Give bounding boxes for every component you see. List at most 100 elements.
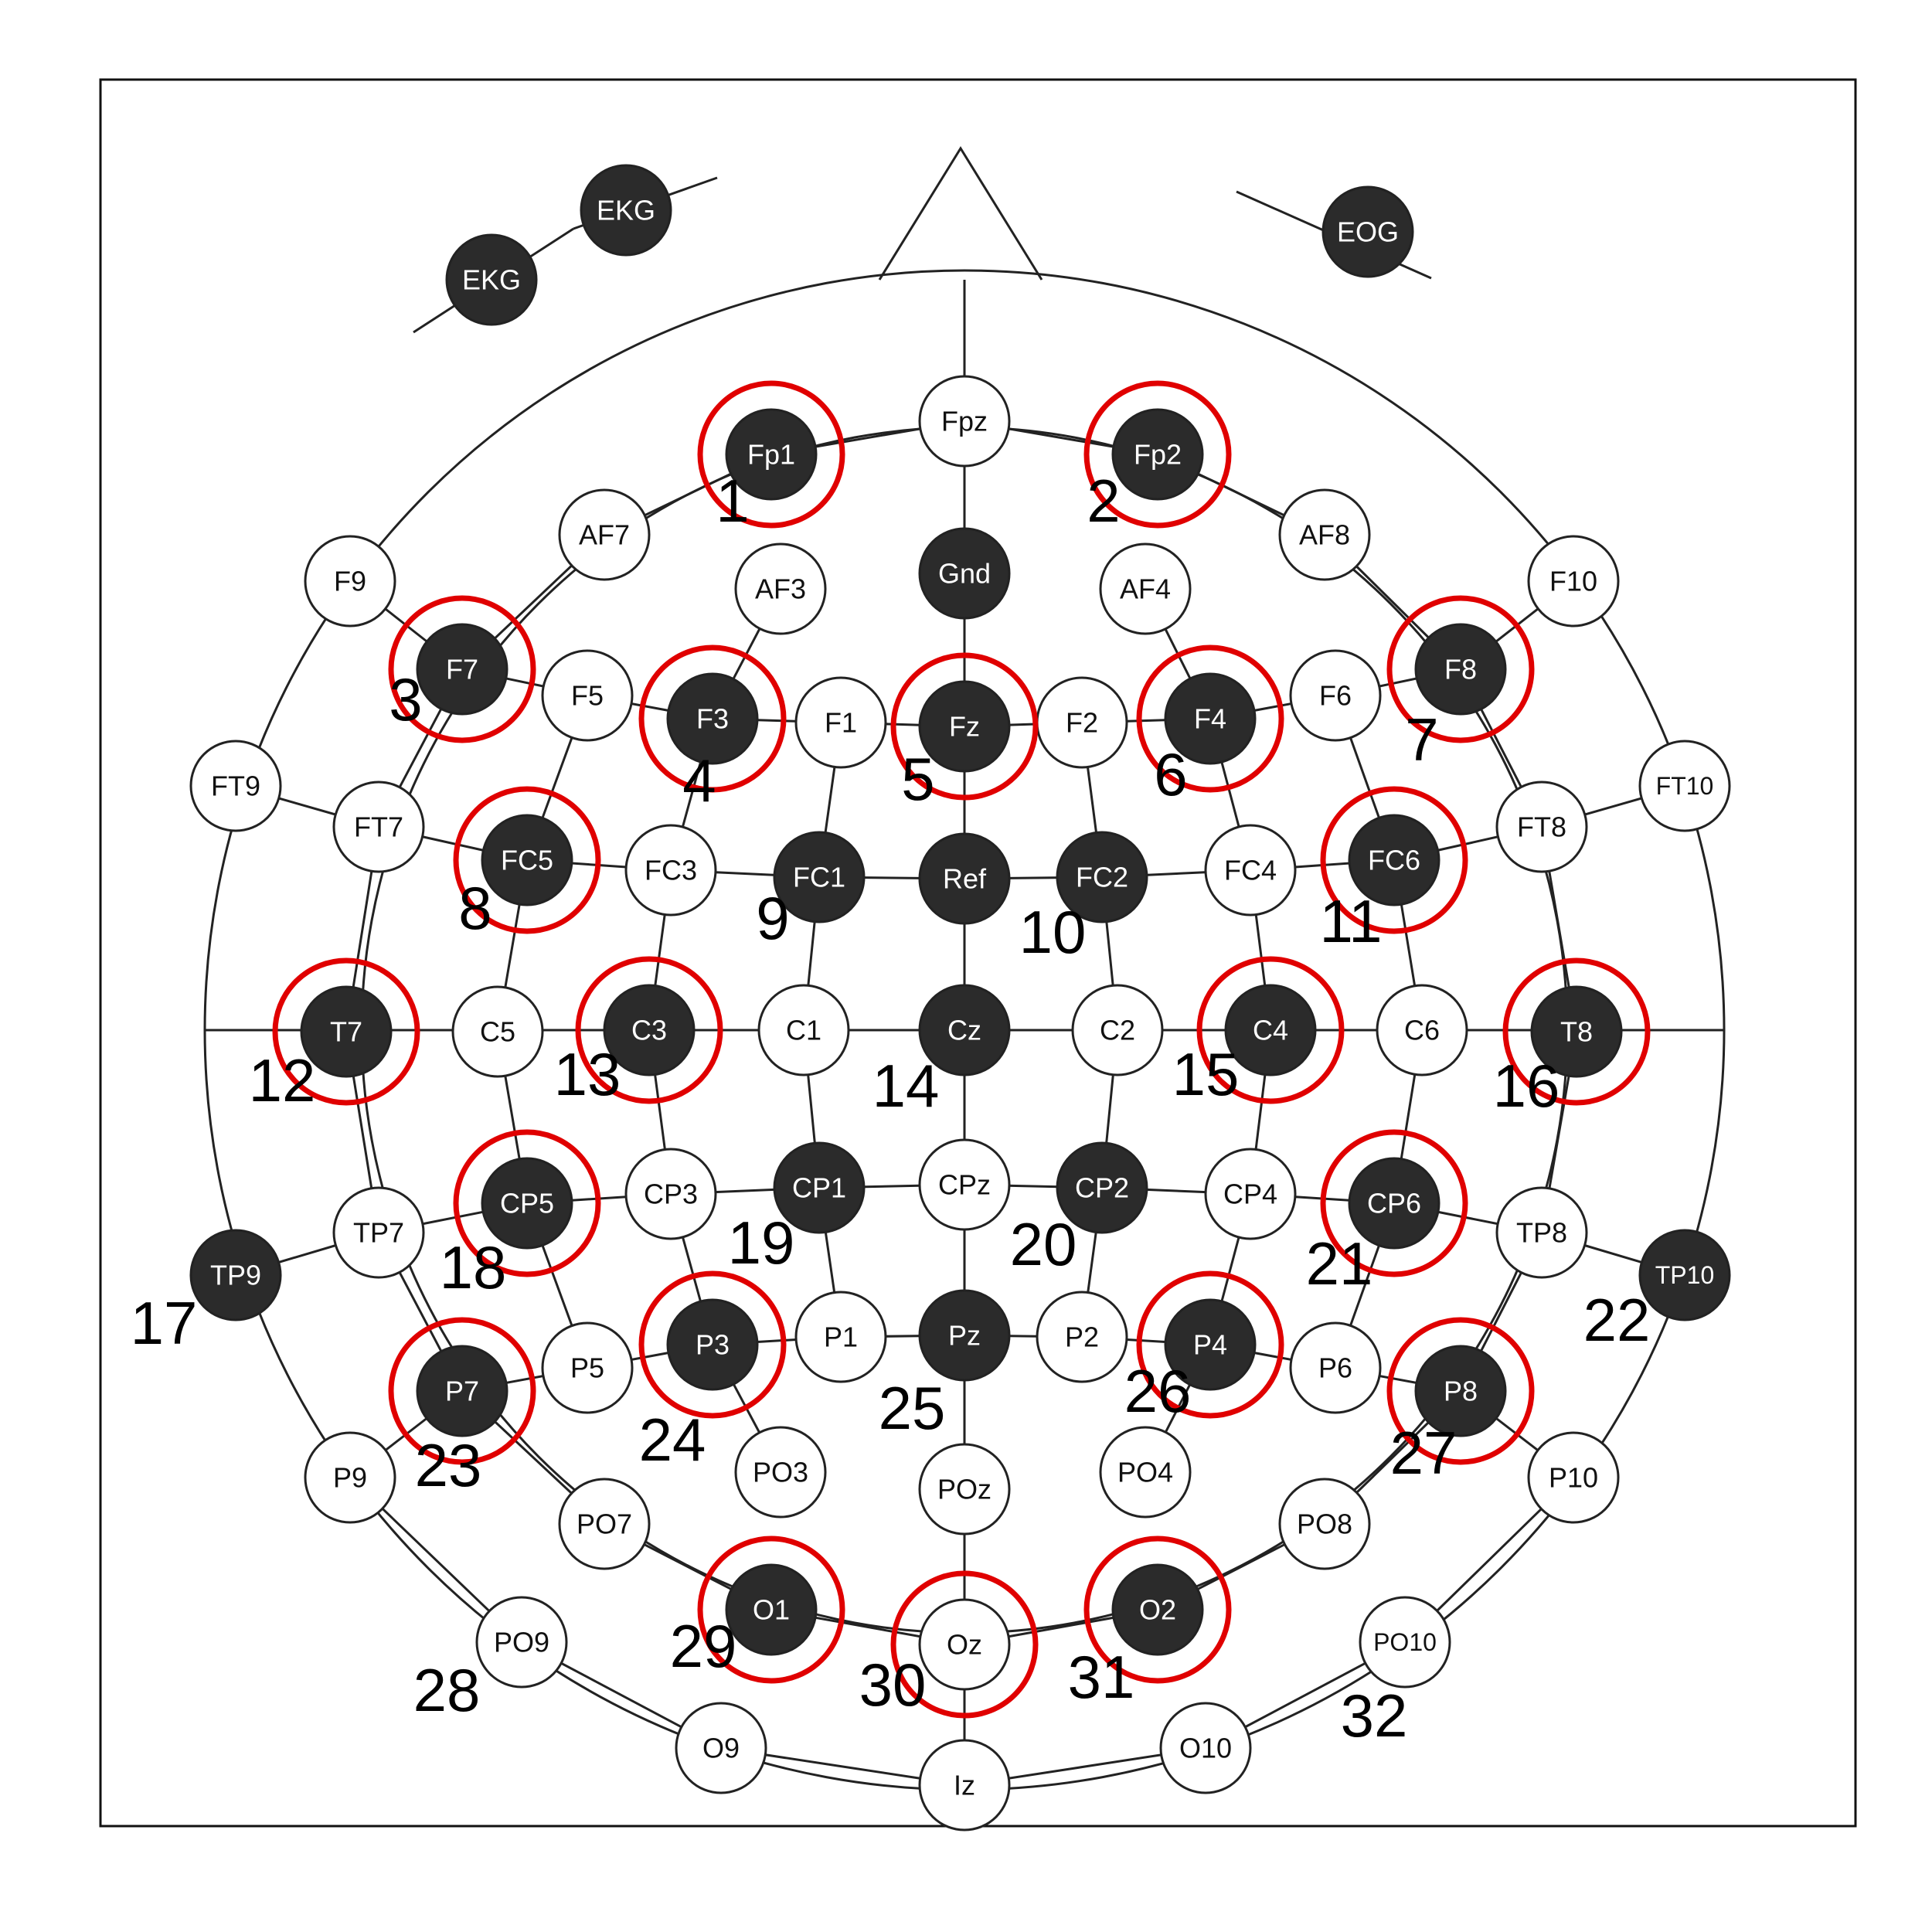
electrode-p3[interactable]: P3 [666,1298,759,1391]
electrode-label: FT10 [1656,772,1714,800]
electrode-fc3[interactable]: FC3 [624,824,717,917]
electrode-f9[interactable]: F9 [304,535,396,627]
electrode-ft8[interactable]: FT8 [1495,781,1588,873]
electrode-f7[interactable]: F7 [416,623,509,716]
electrode-cp2[interactable]: CP2 [1056,1141,1148,1234]
channel-number: 28 [413,1656,481,1724]
electrode-c4[interactable]: C4 [1224,984,1317,1076]
electrode-p4[interactable]: P4 [1164,1298,1257,1391]
electrode-f10[interactable]: F10 [1527,535,1620,627]
electrode-ft10[interactable]: FT10 [1638,740,1731,832]
electrode-f4[interactable]: F4 [1164,672,1257,765]
electrode-label: CP4 [1223,1178,1277,1210]
electrode-label: AF7 [579,519,630,551]
electrode-tp9[interactable]: TP9 [189,1229,282,1321]
electrode-label: PO3 [753,1457,808,1488]
electrode-label: F8 [1444,654,1477,685]
electrode-tp8[interactable]: TP8 [1495,1186,1588,1279]
electrode-label: C4 [1253,1015,1288,1046]
electrode-p2[interactable]: P2 [1036,1291,1128,1383]
electrode-po9[interactable]: PO9 [475,1596,568,1689]
electrode-c5[interactable]: C5 [451,985,544,1078]
aux-electrode-ekg[interactable]: EKG [580,164,672,257]
electrode-oz[interactable]: Oz [918,1598,1011,1691]
electrode-f6[interactable]: F6 [1289,649,1382,742]
electrode-po4[interactable]: PO4 [1099,1426,1192,1519]
electrode-c2[interactable]: C2 [1071,984,1164,1076]
electrode-p9[interactable]: P9 [304,1431,396,1524]
electrode-p1[interactable]: P1 [794,1291,887,1383]
electrode-cp1[interactable]: CP1 [773,1141,866,1234]
electrode-label: Cz [947,1015,981,1046]
electrode-fpz[interactable]: Fpz [918,375,1011,468]
aux-electrode-eog[interactable]: EOG [1321,185,1414,278]
electrode-gnd[interactable]: Gnd [918,527,1011,620]
electrode-ft9[interactable]: FT9 [189,740,282,832]
electrode-label: P8 [1444,1376,1478,1407]
electrode-fp1[interactable]: Fp1 [725,408,818,501]
electrode-label: FT7 [354,811,403,843]
electrode-disc [734,1426,827,1519]
electrode-pz[interactable]: Pz [918,1289,1011,1382]
aux-electrode-ekg[interactable]: EKG [445,233,538,326]
electrode-af4[interactable]: AF4 [1099,542,1192,635]
electrode-f8[interactable]: F8 [1414,623,1507,716]
electrode-cpz[interactable]: CPz [918,1138,1011,1231]
electrode-label: FC1 [793,862,845,893]
electrode-fc6[interactable]: FC6 [1348,814,1440,906]
electrode-fp2[interactable]: Fp2 [1111,408,1204,501]
electrode-fc4[interactable]: FC4 [1204,824,1297,917]
electrode-o2[interactable]: O2 [1111,1563,1204,1656]
electrode-o1[interactable]: O1 [725,1563,818,1656]
electrode-iz[interactable]: Iz [918,1739,1011,1831]
electrode-label: CP6 [1367,1188,1421,1219]
electrode-cp4[interactable]: CP4 [1204,1148,1297,1240]
electrode-p8[interactable]: P8 [1414,1345,1507,1437]
electrode-label: Fz [949,711,980,743]
electrode-o10[interactable]: O10 [1159,1702,1252,1794]
electrode-f1[interactable]: F1 [794,676,887,769]
electrode-c6[interactable]: C6 [1376,984,1468,1076]
electrode-fc5[interactable]: FC5 [481,814,573,906]
electrode-label: F10 [1549,566,1597,597]
electrode-p10[interactable]: P10 [1527,1431,1620,1524]
electrode-label: AF3 [755,573,806,605]
electrode-tp10[interactable]: TP10 [1638,1229,1731,1321]
electrode-p5[interactable]: P5 [541,1321,634,1414]
electrode-p6[interactable]: P6 [1289,1321,1382,1414]
electrode-label: C3 [631,1015,667,1046]
electrode-p7[interactable]: P7 [416,1345,509,1437]
electrode-c3[interactable]: C3 [603,984,696,1076]
channel-number: 31 [1068,1643,1135,1711]
electrode-ref[interactable]: Ref [918,832,1011,925]
electrode-cz[interactable]: Cz [918,984,1011,1076]
electrode-disc [773,1141,866,1234]
electrode-fz[interactable]: Fz [918,680,1011,773]
electrode-po10[interactable]: PO10 [1359,1596,1451,1689]
electrode-cp3[interactable]: CP3 [624,1148,717,1240]
electrode-po3[interactable]: PO3 [734,1426,827,1519]
electrode-af8[interactable]: AF8 [1278,488,1371,581]
electrode-af7[interactable]: AF7 [558,488,651,581]
aux-electrode-label: EKG [462,264,521,296]
electrode-tp7[interactable]: TP7 [332,1186,425,1279]
electrode-t7[interactable]: T7 [300,985,393,1078]
electrode-o9[interactable]: O9 [675,1702,767,1794]
electrode-poz[interactable]: POz [918,1443,1011,1536]
electrode-fc1[interactable]: FC1 [773,831,866,923]
electrode-disc [773,831,866,923]
electrode-cp6[interactable]: CP6 [1348,1157,1440,1250]
electrode-t8[interactable]: T8 [1530,985,1623,1078]
electrode-af3[interactable]: AF3 [734,542,827,635]
electrode-f5[interactable]: F5 [541,649,634,742]
auxiliary-electrodes: EKG EKG EOG [413,164,1432,334]
electrode-po8[interactable]: PO8 [1278,1478,1371,1570]
electrode-f2[interactable]: F2 [1036,676,1128,769]
electrode-po7[interactable]: PO7 [558,1478,651,1570]
electrode-cp5[interactable]: CP5 [481,1157,573,1250]
selection-ring-fc6 [1320,786,1468,934]
electrode-fc2[interactable]: FC2 [1056,831,1148,923]
electrode-ft7[interactable]: FT7 [332,781,425,873]
electrode-f3[interactable]: F3 [666,672,759,765]
electrode-c1[interactable]: C1 [757,984,850,1076]
